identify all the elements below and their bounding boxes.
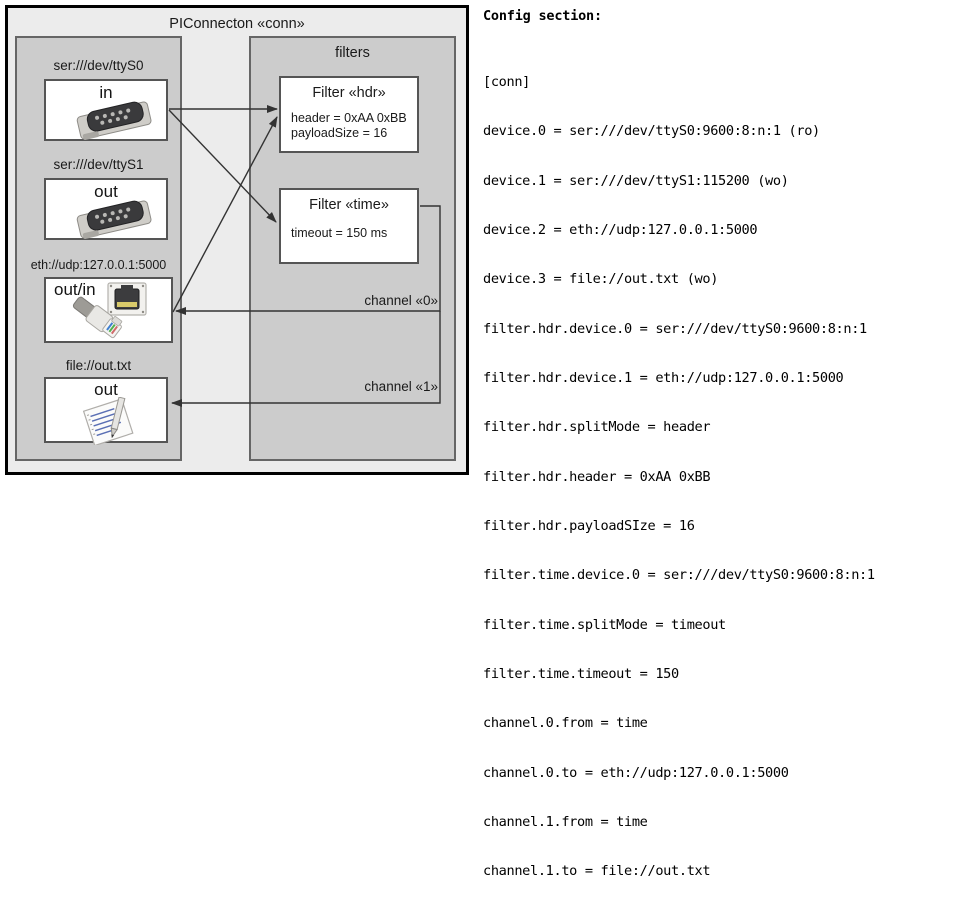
config-line: channel.0.from = time [483, 715, 648, 732]
config-lines: [conn] device.0 = ser:///dev/ttyS0:9600:… [483, 41, 959, 913]
filter-box-time[interactable]: Filter «time» timeout = 150 ms [279, 188, 419, 264]
config-section: Config section: [conn] device.0 = ser://… [483, 8, 959, 913]
config-line: filter.hdr.device.1 = eth://udp:127.0.0.… [483, 369, 844, 386]
text-document-icon [82, 397, 134, 445]
channel-1-label: channel «1» [364, 379, 438, 394]
config-line: channel.0.to = eth://udp:127.0.0.1:5000 [483, 764, 789, 781]
device-io-ttyS1: out [94, 182, 118, 201]
device-label-ttyS0: ser:///dev/ttyS0 [53, 58, 144, 73]
config-line: device.2 = eth://udp:127.0.0.1:5000 [483, 221, 758, 238]
config-heading: Config section: [483, 8, 602, 24]
ethernet-cable-icon [72, 296, 123, 339]
device-box-file[interactable]: out [44, 377, 168, 445]
device-io-file: out [94, 380, 118, 399]
filter-time-prop-timeout: timeout = 150 ms [291, 226, 388, 240]
filter-hdr-props: header = 0xAA 0xBB payloadSize = 16 [291, 111, 407, 141]
device-label-eth: eth://udp:127.0.0.1:5000 [30, 258, 167, 272]
device-box-ttyS1[interactable]: out [44, 178, 168, 240]
config-line: filter.time.splitMode = timeout [483, 616, 726, 633]
device-label-ttyS1: ser:///dev/ttyS1 [53, 157, 144, 172]
config-line: filter.hdr.splitMode = header [483, 419, 711, 436]
serial-port-icon [76, 200, 152, 239]
component-title: PIConnecton «conn» [169, 16, 305, 32]
config-line: filter.time.device.0 = ser:///dev/ttyS0:… [483, 567, 875, 584]
config-line: device.3 = file://out.txt (wo) [483, 271, 719, 288]
filters-panel-title: filters [335, 45, 370, 61]
config-line: filter.hdr.device.0 = ser:///dev/ttyS0:9… [483, 320, 867, 337]
device-io-eth: out/in [54, 280, 96, 299]
config-line: device.0 = ser:///dev/ttyS0:9600:8:n:1 (… [483, 123, 820, 140]
diagram-page: PIConnecton «conn» filters ser:///dev/tt… [5, 5, 875, 879]
device-box-ttyS0[interactable]: in [44, 79, 168, 141]
config-line: filter.hdr.header = 0xAA 0xBB [483, 468, 711, 485]
filter-time-title: Filter «time» [309, 197, 389, 213]
serial-port-icon [76, 101, 152, 140]
filter-hdr-prop-header: header = 0xAA 0xBB [291, 111, 407, 125]
channel-0-label: channel «0» [364, 293, 438, 308]
device-label-file: file://out.txt [65, 358, 132, 373]
device-io-ttyS0: in [99, 83, 113, 102]
config-line: channel.1.from = time [483, 814, 648, 831]
config-line: filter.hdr.payloadSIze = 16 [483, 518, 695, 534]
filter-hdr-prop-payload: payloadSize = 16 [291, 126, 388, 140]
config-line: [conn] [483, 73, 531, 90]
config-line: channel.1.to = file://out.txt [483, 863, 711, 880]
filter-hdr-title: Filter «hdr» [312, 85, 386, 101]
ethernet-jack-icon [107, 282, 147, 316]
filter-time-props: timeout = 150 ms [291, 226, 387, 241]
filter-box-hdr[interactable]: Filter «hdr» header = 0xAA 0xBB payloadS… [279, 76, 419, 153]
config-line: filter.time.timeout = 150 [483, 666, 679, 683]
device-box-eth[interactable]: out/in [44, 277, 173, 343]
config-line: device.1 = ser:///dev/ttyS1:115200 (wo) [483, 172, 789, 189]
